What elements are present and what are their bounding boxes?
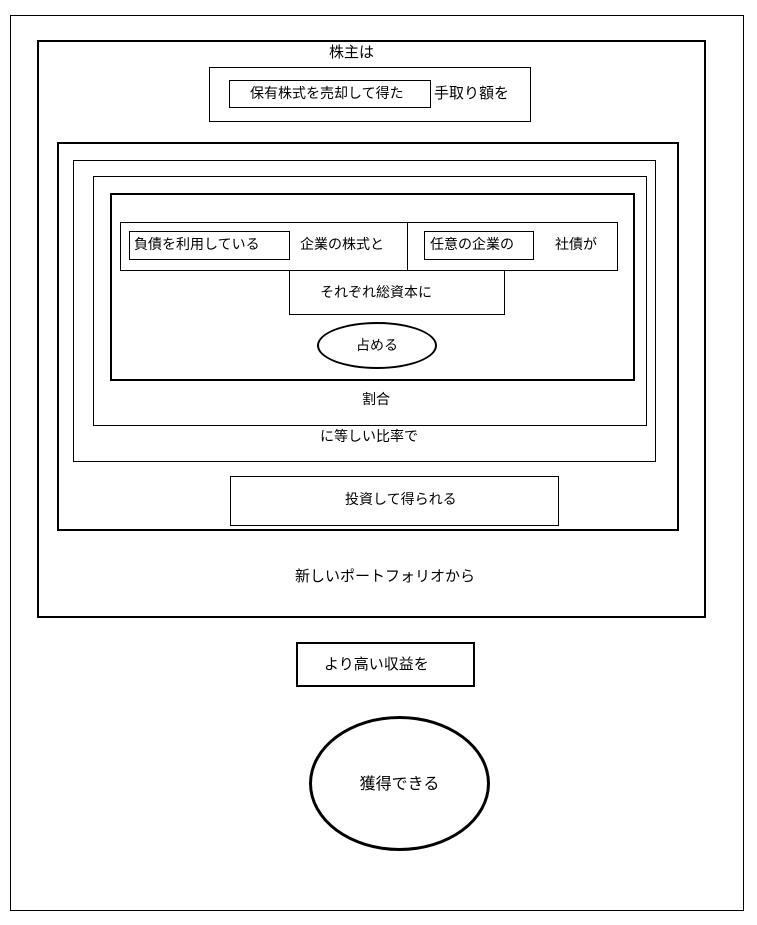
any-firm-box <box>424 231 534 260</box>
investment-frame <box>57 142 679 531</box>
any-firm-label: 任意の企業の <box>430 237 514 253</box>
invest-box <box>230 476 559 526</box>
equal-ratio-label: に等しい比率で <box>320 429 418 445</box>
proceeds-suffix-label: 手取り額を <box>434 84 510 102</box>
obtain-label: 獲得できる <box>359 773 440 793</box>
equal-ratio-frame <box>73 160 656 462</box>
each-capital-box <box>289 270 505 315</box>
higher-return-label: より高い収益を <box>324 655 429 673</box>
ratio-frame <box>93 176 647 426</box>
occupy-ellipse: 占める <box>317 322 437 369</box>
shareholder-label: 株主は <box>329 43 375 61</box>
bonds-box <box>407 222 618 271</box>
ratio-label: 割合 <box>362 392 390 408</box>
debt-firm-label: 負債を利用している <box>134 237 260 253</box>
higher-return-box <box>296 642 475 687</box>
proceeds-inner-box <box>229 80 431 108</box>
shareholder-frame <box>37 40 706 618</box>
capital-share-frame <box>110 193 635 381</box>
proceeds-inner-label: 保有株式を売却して得た <box>250 86 404 102</box>
firm-stock-label: 企業の株式と <box>300 237 384 253</box>
debt-firm-box <box>129 231 290 260</box>
proceeds-box <box>209 67 531 122</box>
occupy-label: 占める <box>356 337 398 354</box>
bonds-label: 社債が <box>555 237 597 253</box>
outer-frame <box>10 15 744 911</box>
each-capital-label: それぞれ総資本に <box>320 285 432 301</box>
portfolio-label: 新しいポートフォリオから <box>295 567 476 585</box>
invest-label: 投資して得られる <box>345 492 457 508</box>
obtain-ellipse: 獲得できる <box>309 716 490 851</box>
